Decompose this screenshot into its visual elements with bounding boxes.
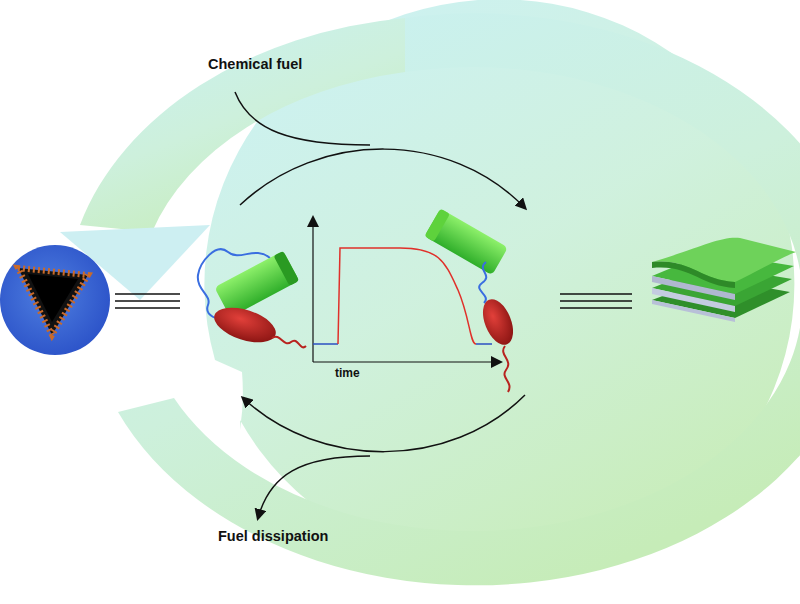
axis-label: time [335,366,360,380]
fuel-label: Chemical fuel [208,56,302,72]
dissipation-label: Fuel dissipation [218,528,328,544]
